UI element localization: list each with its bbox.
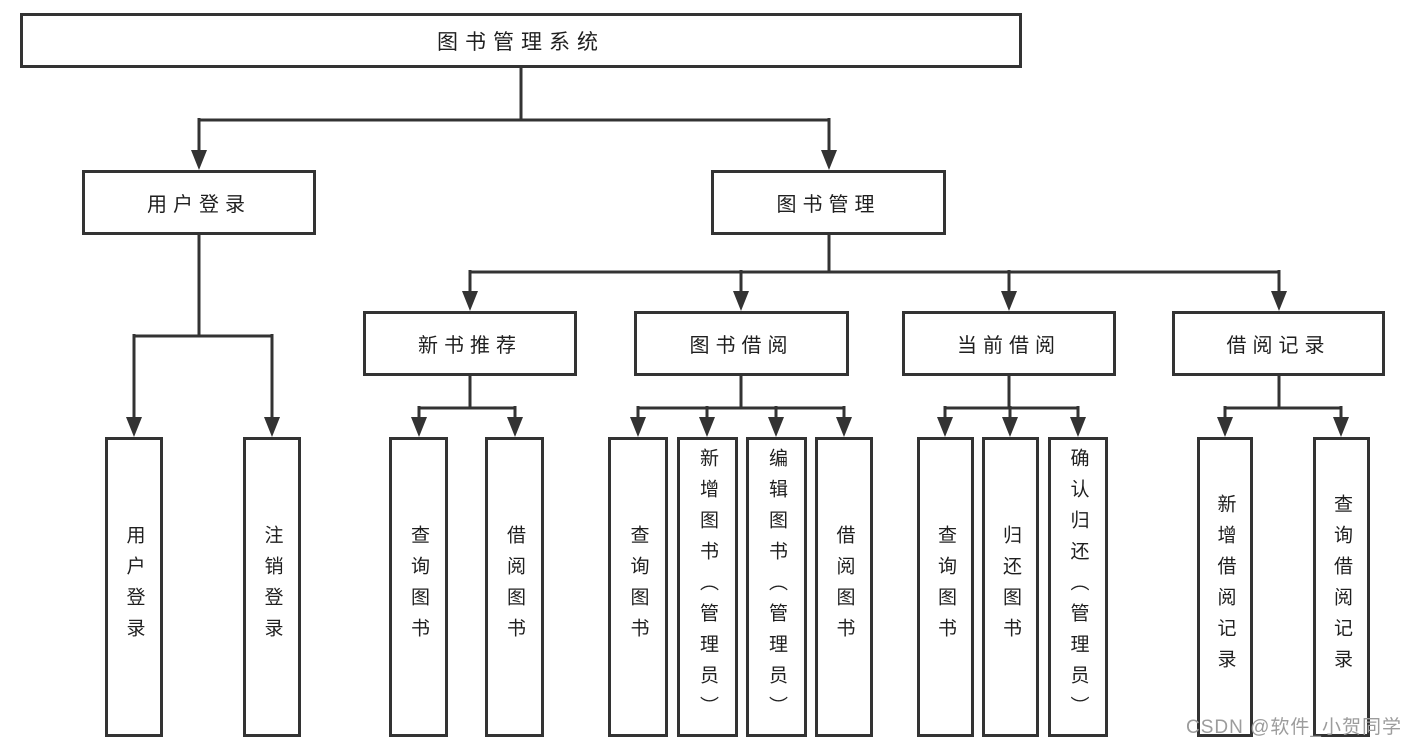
- watermark: CSDN @软件_小贺同学: [1186, 717, 1402, 738]
- node-borrowing-records: 借阅记录: [1172, 311, 1385, 376]
- leaf-label: 查询图书: [935, 525, 956, 649]
- leaf-label: 归还图书: [1000, 525, 1021, 649]
- node-book-borrowing: 图书借阅: [634, 311, 849, 376]
- node-book-management: 图书管理: [711, 170, 946, 235]
- leaf-label: 注销登录: [261, 525, 283, 649]
- leaf-return-book: 归还图书: [982, 437, 1039, 737]
- node-label: 借阅记录: [1226, 335, 1331, 357]
- leaf-edit-book-admin: 编辑图书（管理员）: [746, 437, 807, 737]
- leaf-add-borrow-record: 新增借阅记录: [1197, 437, 1253, 737]
- leaf-label: 新增借阅记录: [1214, 494, 1236, 680]
- leaf-borrow-books: 借阅图书: [815, 437, 873, 737]
- leaf-confirm-return-admin: 确认归还（管理员）: [1048, 437, 1108, 737]
- leaf-label: 新增图书（管理员）: [697, 447, 718, 727]
- node-current-borrowing: 当前借阅: [902, 311, 1116, 376]
- leaf-label: 借阅图书: [833, 525, 855, 649]
- leaf-query-borrow-record: 查询借阅记录: [1313, 437, 1370, 737]
- leaf-label: 借阅图书: [504, 525, 525, 649]
- node-label: 用户登录: [147, 194, 251, 216]
- leaf-query-books-current: 查询图书: [917, 437, 974, 737]
- node-label: 新书推荐: [418, 335, 522, 357]
- node-label: 图书借阅: [689, 335, 794, 357]
- node-new-book-recommend: 新书推荐: [363, 311, 577, 376]
- leaf-label: 查询图书: [408, 525, 429, 649]
- node-label: 图书管理: [776, 194, 881, 216]
- node-user-login: 用户登录: [82, 170, 316, 235]
- leaf-label: 用户登录: [123, 525, 145, 649]
- leaf-query-books-borrow: 查询图书: [608, 437, 668, 737]
- leaf-borrow-books-recommend: 借阅图书: [485, 437, 544, 737]
- leaf-logout: 注销登录: [243, 437, 301, 737]
- node-label: 当前借阅: [957, 335, 1061, 357]
- node-library-management-system: 图书管理系统: [20, 13, 1022, 68]
- leaf-label: 查询借阅记录: [1331, 494, 1352, 680]
- leaf-label: 编辑图书（管理员）: [766, 447, 787, 727]
- leaf-label: 查询图书: [627, 525, 649, 649]
- node-label: 图书管理系统: [437, 30, 605, 54]
- leaf-add-book-admin: 新增图书（管理员）: [677, 437, 738, 737]
- leaf-label: 确认归还（管理员）: [1067, 447, 1089, 727]
- leaf-user-login: 用户登录: [105, 437, 163, 737]
- leaf-query-books-recommend: 查询图书: [389, 437, 448, 737]
